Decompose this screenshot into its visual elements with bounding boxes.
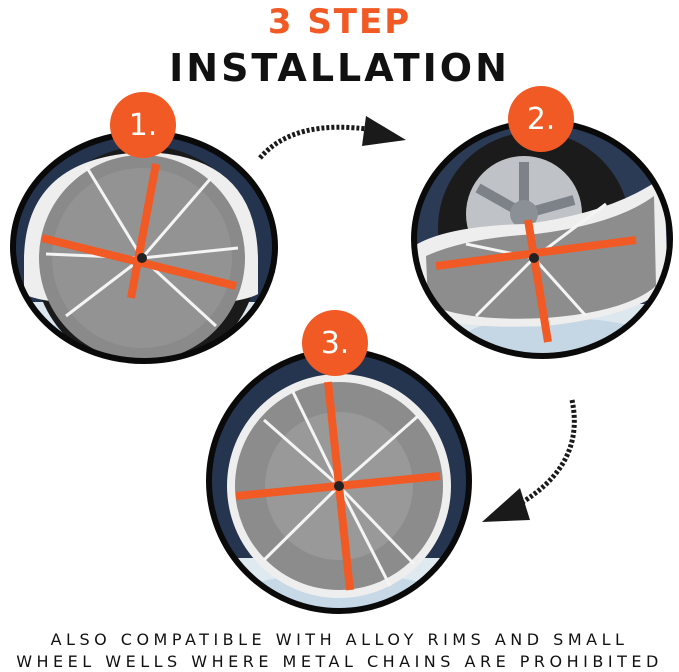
arrow-step-2-to-3-icon bbox=[482, 399, 577, 522]
footer-line-1: ALSO COMPATIBLE WITH ALLOY RIMS AND SMAL… bbox=[50, 630, 629, 649]
footer-line-2: WHEEL WELLS WHERE METAL CHAINS ARE PROHI… bbox=[16, 652, 663, 671]
step-2-image bbox=[411, 119, 673, 359]
step-2-badge: 2. bbox=[508, 86, 574, 152]
step-3-badge: 3. bbox=[302, 310, 368, 376]
step-1-image bbox=[10, 130, 278, 364]
arrow-step-1-to-2-icon bbox=[258, 116, 406, 160]
heading-title: INSTALLATION bbox=[169, 46, 510, 90]
step-1-badge: 1. bbox=[110, 92, 176, 158]
heading-step: 3 STEP bbox=[267, 2, 412, 42]
step-3-image bbox=[206, 348, 472, 614]
